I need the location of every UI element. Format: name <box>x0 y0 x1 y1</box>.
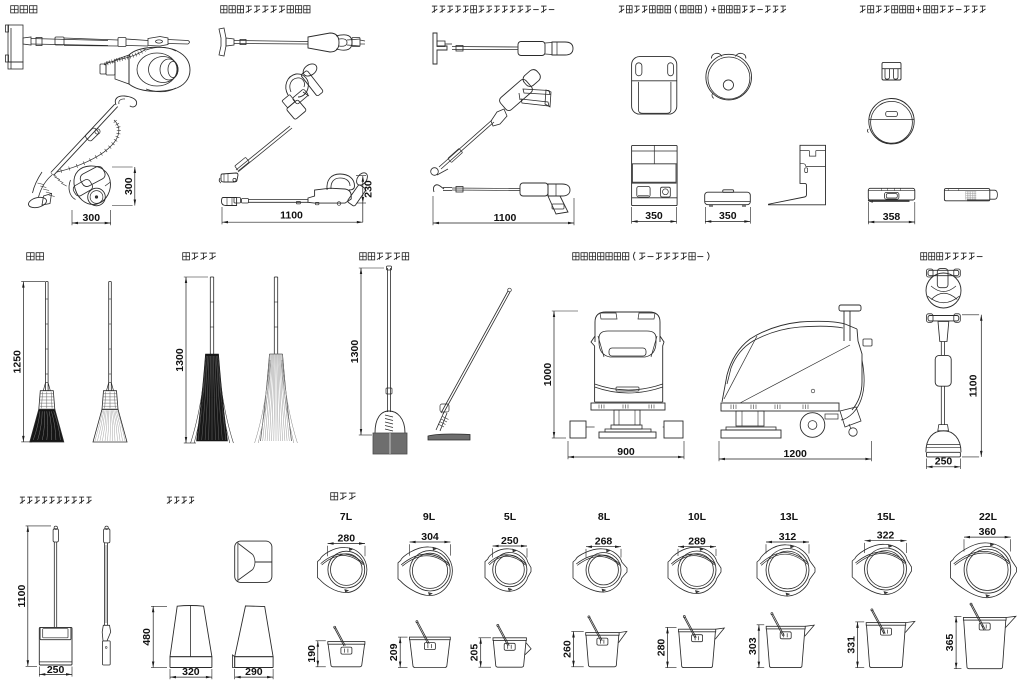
svg-text:190: 190 <box>306 645 318 663</box>
svg-text:1200: 1200 <box>784 448 808 460</box>
svg-text:480: 480 <box>141 628 153 646</box>
svg-text:358: 358 <box>883 211 901 223</box>
svg-text:22L: 22L <box>979 511 998 523</box>
svg-text:7L: 7L <box>340 511 353 523</box>
svg-text:331: 331 <box>846 636 858 654</box>
svg-text:5L: 5L <box>504 511 517 523</box>
svg-text:304: 304 <box>421 531 439 543</box>
svg-text:1300: 1300 <box>174 348 186 372</box>
svg-text:230: 230 <box>363 180 375 198</box>
svg-text:9L: 9L <box>423 511 436 523</box>
svg-text:250: 250 <box>47 664 65 676</box>
svg-text:280: 280 <box>656 639 668 657</box>
svg-text:260: 260 <box>562 640 574 658</box>
svg-text:289: 289 <box>688 536 706 548</box>
svg-text:1000: 1000 <box>542 363 554 387</box>
svg-text:1300: 1300 <box>349 340 361 364</box>
svg-text:13L: 13L <box>780 511 799 523</box>
svg-text:10L: 10L <box>688 511 707 523</box>
svg-text:268: 268 <box>595 536 613 548</box>
svg-text:209: 209 <box>388 643 400 661</box>
svg-text:300: 300 <box>123 177 135 195</box>
svg-text:15L: 15L <box>877 511 896 523</box>
svg-text:350: 350 <box>645 210 663 222</box>
svg-text:1100: 1100 <box>16 585 28 608</box>
svg-text:303: 303 <box>747 637 759 655</box>
svg-text:300: 300 <box>83 212 101 224</box>
svg-text:1100: 1100 <box>968 374 980 397</box>
svg-text:350: 350 <box>719 210 737 222</box>
svg-text:360: 360 <box>979 526 997 538</box>
svg-text:900: 900 <box>617 446 635 458</box>
svg-text:365: 365 <box>944 634 956 652</box>
svg-text:1100: 1100 <box>280 210 303 222</box>
svg-text:320: 320 <box>182 666 200 678</box>
svg-text:250: 250 <box>501 535 519 547</box>
svg-text:290: 290 <box>245 666 263 678</box>
svg-text:1100: 1100 <box>494 212 517 224</box>
svg-text:280: 280 <box>338 532 356 544</box>
svg-text:205: 205 <box>469 644 481 662</box>
svg-text:312: 312 <box>779 531 797 543</box>
svg-text:8L: 8L <box>598 511 611 523</box>
svg-text:322: 322 <box>877 530 895 542</box>
svg-text:250: 250 <box>935 456 953 468</box>
svg-text:1250: 1250 <box>11 350 23 374</box>
